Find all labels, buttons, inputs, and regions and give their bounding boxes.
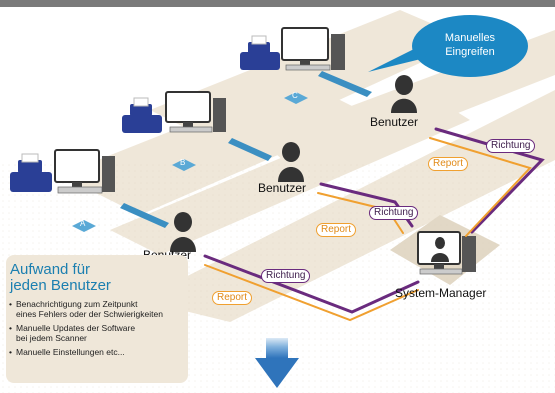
workstation-b [122,91,272,161]
direction-tag: Richtung [486,139,536,153]
user-icon [278,142,304,182]
list-item-line-2: bei jedem Scanner [16,333,87,343]
bubble-line-1: Manuelles [444,32,496,44]
list-item-line-2: eines Fehlers oder der Schwierigkeiten [16,309,163,319]
workstation-c [240,27,372,97]
list-item: Manuelle Einstellungen etc... [9,347,189,357]
user-icon [391,75,417,113]
badge-b: B [180,158,186,167]
direction-tag: Richtung [369,206,419,220]
manual-intervention-bubble [368,15,528,77]
effort-title-line-2: jeden Benutzer [10,277,111,294]
scanner-icon [10,172,52,192]
badge-a: A [80,219,86,228]
effort-list: Benachrichtigung zum Zeitpunkt eines Feh… [9,299,189,361]
bubble-text: Manuelles Eingreifen [418,31,522,59]
direction-tag: Richtung [261,269,311,283]
system-manager-label: System-Manager [395,286,487,300]
list-item-line-1: Manuelle Updates der Software [16,323,136,333]
system-manager-workstation [417,231,476,275]
report-tag: Report [428,157,469,171]
user-label: Benutzer [258,181,307,195]
list-item-line-1: Manuelle Einstellungen etc... [16,347,125,357]
report-tag: Report [316,223,357,237]
effort-panel [6,255,188,383]
monitor-icon [165,91,211,123]
top-bar [0,0,555,7]
scanner-icon [240,52,280,70]
effort-title-line-1: Aufwand für [10,261,91,278]
monitor-icon [54,149,100,183]
user-label: Benutzer [370,115,419,129]
down-arrow-icon [255,338,299,388]
list-item: Manuelle Updates der Software bei jedem … [9,323,189,343]
list-item-line-1: Benachrichtigung zum Zeitpunkt [16,299,138,309]
report-tag: Report [212,291,253,305]
effort-panel-title: Aufwand für jeden Benutzer [10,262,111,294]
user-icon [170,212,196,252]
list-item: Benachrichtigung zum Zeitpunkt eines Feh… [9,299,189,319]
scanner-icon [122,115,162,133]
monitor-icon [281,27,329,61]
bubble-line-2: Eingreifen [445,46,495,58]
workstation-a [10,149,169,228]
badge-c: C [292,91,298,100]
station-badges [72,92,308,232]
